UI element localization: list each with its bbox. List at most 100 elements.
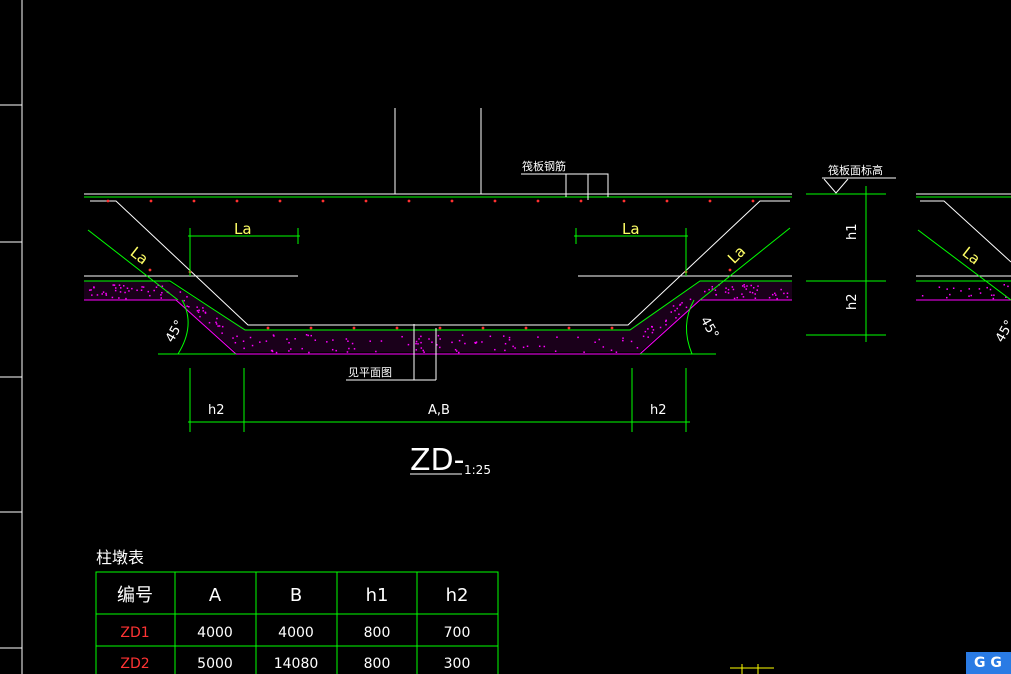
concrete-speckle [346, 351, 349, 353]
table-cell: 800 [364, 625, 391, 641]
concrete-speckle [149, 294, 151, 297]
concrete-speckle [689, 298, 692, 301]
concrete-speckle [992, 297, 995, 300]
concrete-speckle [131, 287, 133, 290]
concrete-speckle [202, 310, 205, 312]
concrete-speckle [708, 288, 710, 291]
rebar-dot [708, 199, 712, 203]
concrete-speckle [347, 340, 349, 342]
concrete-speckle [665, 323, 667, 326]
rebar-dot [610, 326, 614, 330]
concrete-speckle [140, 289, 143, 291]
rebar-dot [579, 199, 583, 203]
rebar-dot [524, 326, 528, 330]
concrete-speckle [198, 309, 200, 312]
dim-h2-vertical: h2 [845, 293, 860, 310]
concrete-speckle [502, 335, 505, 337]
la-label-diag-left: La [127, 243, 152, 268]
concrete-speckle [288, 350, 290, 352]
concrete-speckle [774, 292, 776, 295]
rebar-dot [728, 268, 732, 272]
concrete-speckle [622, 339, 624, 342]
concrete-speckle [615, 351, 618, 353]
concrete-speckle [249, 336, 252, 339]
table-cell: 4000 [278, 625, 314, 641]
concrete-speckle [715, 293, 717, 296]
pit-section-repeat [916, 193, 1011, 301]
concrete-speckle [960, 290, 962, 292]
concrete-speckle [217, 325, 219, 327]
concrete-speckle [714, 289, 717, 291]
concrete-speckle [543, 345, 546, 348]
concrete-speckle [512, 345, 514, 348]
concrete-speckle [265, 340, 268, 342]
concrete-speckle [776, 297, 778, 300]
concrete-speckle [464, 342, 466, 345]
concrete-speckle [556, 336, 558, 338]
concrete-speckle [733, 297, 736, 300]
concrete-speckle [232, 337, 234, 339]
concrete-speckle [681, 302, 683, 304]
angle-label-repeat: 45° [993, 318, 1011, 345]
section-callout: 见平面图 [348, 366, 392, 379]
concrete-speckle [428, 338, 430, 340]
app-logo-badge[interactable]: G G [966, 652, 1011, 674]
table-cell: 800 [364, 656, 391, 672]
concrete-speckle [301, 347, 303, 350]
table-cell: 14080 [274, 656, 319, 672]
concrete-speckle [196, 306, 198, 308]
concrete-speckle [439, 346, 441, 349]
concrete-speckle [743, 284, 745, 286]
concrete-speckle [271, 350, 274, 353]
concrete-speckle [522, 346, 525, 349]
table-cell: ZD1 [120, 625, 149, 641]
rebar-dot [266, 326, 270, 330]
table-header-cell: B [290, 585, 302, 606]
concrete-speckle [142, 286, 145, 288]
concrete-speckle [307, 334, 309, 337]
concrete-speckle [1007, 285, 1009, 288]
concrete-speckle [736, 296, 738, 299]
concrete-speckle [674, 309, 676, 312]
concrete-speckle [243, 347, 245, 350]
concrete-speckle [155, 286, 158, 288]
rebar-dot [622, 199, 626, 203]
concrete-speckle [750, 284, 752, 287]
concrete-speckle [727, 288, 730, 291]
concrete-speckle [678, 313, 680, 315]
concrete-speckle [204, 311, 207, 314]
concrete-speckle [407, 343, 410, 346]
concrete-speckle [968, 295, 970, 297]
concrete-speckle [968, 288, 971, 290]
rebar-dot [364, 199, 368, 203]
concrete-speckle [420, 335, 422, 338]
concrete-speckle [380, 340, 383, 342]
concrete-speckle [538, 345, 541, 348]
concrete-speckle [105, 294, 108, 296]
rebar-dot [665, 199, 669, 203]
concrete-speckle [732, 288, 735, 291]
la-label-right: La [622, 220, 640, 238]
concrete-speckle [783, 292, 785, 295]
concrete-speckle [273, 335, 275, 337]
concrete-speckle [102, 291, 105, 293]
rebar-dot [536, 199, 540, 203]
concrete-speckle [401, 335, 403, 338]
concrete-speckle [751, 291, 754, 294]
concrete-speckle [208, 321, 211, 324]
concrete-speckle [754, 293, 756, 295]
concrete-speckle [160, 297, 162, 299]
concrete-speckle [989, 288, 992, 291]
concrete-speckle [415, 349, 418, 351]
concrete-speckle [420, 347, 423, 349]
concrete-speckle [275, 351, 278, 354]
concrete-speckle [494, 348, 496, 351]
concrete-speckle [288, 341, 290, 344]
table-header-cell: A [209, 585, 222, 606]
concrete-speckle [259, 341, 261, 343]
concrete-speckle [141, 286, 143, 288]
concrete-speckle [970, 294, 972, 297]
rebar-dot [567, 326, 571, 330]
rebar-dot [309, 326, 313, 330]
